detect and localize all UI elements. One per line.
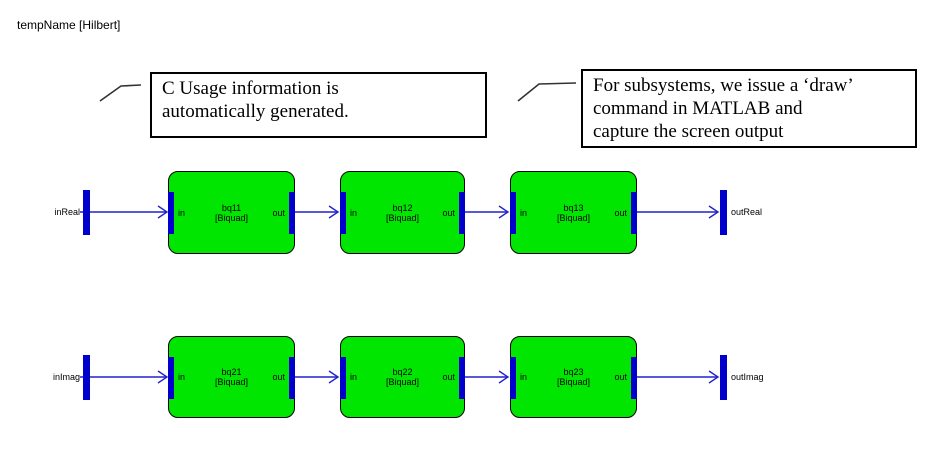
callout-c-usage: C Usage information is automatically gen… (150, 72, 487, 138)
callout-text-line: C Usage information is (162, 78, 339, 99)
block-output-port-bar (459, 357, 465, 399)
block-in-label: in (178, 372, 186, 382)
block-output-port-bar (289, 192, 295, 234)
block-output-port-bar (459, 192, 465, 234)
block-output-port-bar (631, 357, 637, 399)
biquad-block-bq13[interactable]: in out bq13 [Biquad] (510, 171, 637, 254)
block-name: bq22 [Biquad] (385, 367, 420, 387)
block-input-port-bar (340, 357, 346, 399)
block-name: bq13 [Biquad] (556, 202, 591, 223)
block-output-port-bar (631, 192, 637, 234)
outport-label: outReal (731, 207, 763, 217)
block-in-label: in (178, 207, 186, 218)
callout-text-line: automatically generated. (162, 101, 349, 122)
outport-bar[interactable] (720, 190, 727, 235)
callout-text-line: command in MATLAB and (593, 98, 803, 119)
biquad-block-bq12[interactable]: in out bq12 [Biquad] (340, 171, 465, 254)
biquad-block-bq11[interactable]: in out bq11 [Biquad] (168, 171, 295, 254)
block-input-port-bar (510, 357, 516, 399)
block-name: bq23 [Biquad] (556, 367, 591, 387)
inport-bar[interactable] (83, 190, 90, 235)
callout-leader-line (517, 82, 577, 102)
outport-label: outImag (731, 372, 764, 382)
outport-bar[interactable] (720, 355, 727, 400)
block-name: bq21 [Biquad] (214, 367, 249, 387)
inport-label: inReal (54, 207, 80, 217)
block-input-port-bar (340, 192, 346, 234)
block-in-label: in (520, 207, 528, 218)
block-output-port-bar (289, 357, 295, 399)
block-input-port-bar (510, 192, 516, 234)
callout-leader-line (99, 84, 142, 102)
block-out-label: out (442, 207, 455, 218)
biquad-block-bq22[interactable]: in out bq22 [Biquad] (340, 336, 465, 418)
block-input-port-bar (168, 357, 174, 399)
block-out-label: out (614, 372, 627, 382)
callout-text-line: capture the screen output (593, 121, 784, 142)
block-out-label: out (272, 372, 285, 382)
callout-subsystems: For subsystems, we issue a ‘draw’ comman… (581, 69, 917, 148)
block-input-port-bar (168, 192, 174, 234)
page-title: tempName [Hilbert] (17, 18, 121, 32)
inport-bar[interactable] (83, 355, 90, 400)
block-name: bq11 [Biquad] (214, 202, 249, 223)
block-out-label: out (272, 207, 285, 218)
block-in-label: in (350, 207, 358, 218)
block-in-label: in (520, 372, 528, 382)
inport-label: inImag (52, 372, 80, 382)
block-out-label: out (442, 372, 455, 382)
callout-text-line: For subsystems, we issue a ‘draw’ (593, 75, 854, 96)
biquad-block-bq21[interactable]: in out bq21 [Biquad] (168, 336, 295, 418)
block-in-label: in (350, 372, 358, 382)
block-name: bq12 [Biquad] (385, 202, 420, 223)
biquad-block-bq23[interactable]: in out bq23 [Biquad] (510, 336, 637, 418)
block-out-label: out (614, 207, 627, 218)
